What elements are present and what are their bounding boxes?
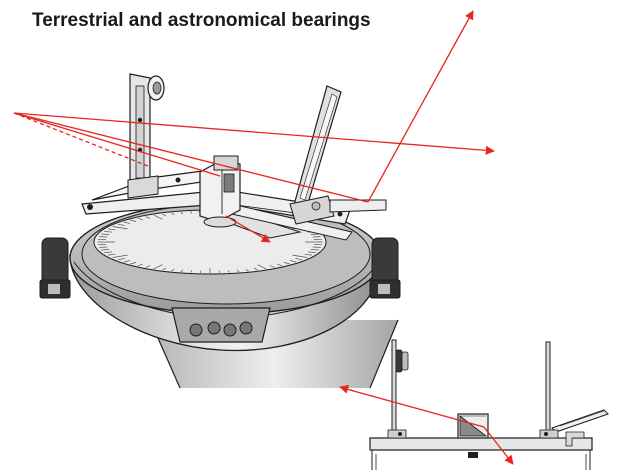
compass-card-tick [245, 268, 249, 272]
compass-card-tick [199, 270, 202, 274]
compass-card-tick [180, 211, 184, 215]
compass-card-tick [257, 264, 267, 270]
compass-card-tick [218, 270, 221, 274]
compass-card-tick [190, 270, 193, 273]
compass-card-tick [310, 249, 319, 251]
compass-card-tick [236, 269, 240, 273]
inset-far-vane [539, 341, 609, 447]
compass-card-tick [112, 226, 128, 230]
compass-card-tick [153, 214, 163, 220]
sight-vane-near [127, 73, 165, 199]
gimbal-pivot-left [39, 237, 71, 299]
compass-card-tick [304, 253, 313, 256]
compass-card-tick [107, 253, 116, 256]
compass-card-tick [162, 213, 167, 217]
bowl-lug [171, 307, 271, 343]
inset-prism [457, 413, 489, 439]
compass-card-tick [104, 231, 112, 233]
compass-card-tick [117, 223, 125, 226]
compass-card-tick [289, 260, 297, 263]
compass-card-tick [308, 251, 316, 253]
compass-card-tick [269, 265, 275, 268]
compass-card-tick [104, 251, 112, 253]
inset-near-vane [387, 339, 409, 439]
compass-card-tick [137, 263, 144, 267]
prism-housing [199, 155, 241, 228]
compass-card-tick [123, 221, 131, 224]
diagram-title: Terrestrial and astronomical bearings [32, 10, 371, 31]
compass-card-tick [180, 269, 184, 273]
compass-card-tick [292, 254, 308, 258]
compass-card-tick [295, 258, 303, 261]
compass-card-tick [162, 267, 167, 271]
bearing-rays-main [13, 10, 495, 243]
compass-card-tick [107, 228, 116, 231]
compass-card-tick [101, 249, 110, 251]
compass-card-tick [130, 262, 137, 265]
compass-card-tick [283, 262, 290, 265]
compass-card-tick [123, 260, 131, 263]
compass-card-tick [130, 219, 137, 222]
compass-card-tick [171, 212, 175, 216]
compass-card-tick [310, 233, 319, 235]
sight-vane-far [289, 85, 387, 225]
compass-card-tick [190, 211, 193, 214]
bearing-rays-inset [339, 384, 514, 465]
compass-card-tick [101, 233, 110, 235]
compass-card-tick [145, 216, 151, 219]
compass-card-tick [117, 258, 125, 261]
compass-card-tick [112, 254, 128, 258]
compass-card-tick [276, 263, 283, 267]
compass-card-tick [171, 268, 175, 272]
compass-card-tick [153, 264, 163, 270]
inset-side-view [339, 339, 609, 470]
compass-card-tick [145, 265, 151, 268]
compass-card-tick [137, 217, 144, 221]
gimbal-pivot-right [369, 237, 401, 299]
compass-card-tick [253, 267, 258, 271]
compass-card-tick [227, 270, 230, 273]
